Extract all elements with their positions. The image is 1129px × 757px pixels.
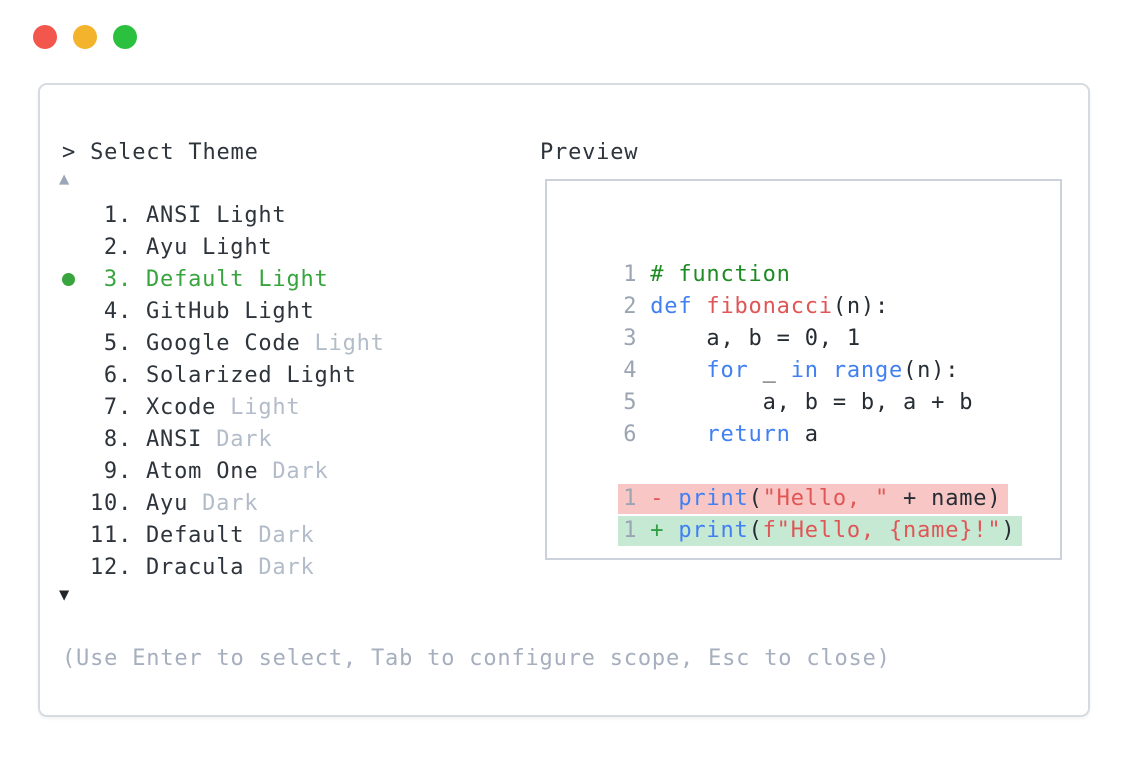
theme-list-item[interactable]: 5. Google Code Light <box>62 327 385 359</box>
theme-name: Atom One <box>146 458 259 484</box>
theme-list-item[interactable]: 8. ANSI Dark <box>62 423 385 455</box>
code-line: 4 for _ in range(n): <box>567 323 1042 383</box>
code-tokens: a, b = 0, 1 <box>650 326 861 351</box>
theme-list-item[interactable]: 2. Ayu Light <box>62 231 385 263</box>
scroll-up-icon[interactable]: ▲ <box>59 169 71 189</box>
code-tokens: + print(f"Hello, {name}!") <box>650 518 1016 543</box>
select-theme-prompt: > Select Theme <box>62 140 259 165</box>
theme-number: 10. <box>90 490 133 516</box>
theme-name: Ayu <box>146 490 189 516</box>
code-tokens: def fibonacci(n): <box>650 294 890 319</box>
code-tokens: - print("Hello, " + name) <box>650 486 1002 511</box>
selected-bullet <box>62 272 90 286</box>
code-line: 1 + print(f"Hello, {name}!") <box>567 483 1042 546</box>
code-tokens: return a <box>706 422 819 447</box>
theme-number: 3. <box>103 266 132 292</box>
line-number: 4 <box>623 358 638 383</box>
theme-variant: Dark <box>202 490 259 516</box>
close-button[interactable] <box>33 25 57 49</box>
theme-number: 11. <box>90 522 133 548</box>
code-tokens: # function <box>650 262 791 287</box>
theme-list-item[interactable]: 12. Dracula Dark <box>62 551 385 583</box>
theme-number: 12. <box>90 554 133 580</box>
theme-list-item[interactable]: 4. GitHub Light <box>62 295 385 327</box>
line-number: 6 <box>623 422 638 447</box>
theme-list-item[interactable]: 6. Solarized Light <box>62 359 385 391</box>
theme-name: ANSI Light <box>146 202 287 228</box>
line-number: 2 <box>623 294 638 319</box>
line-number: 1 <box>623 518 638 543</box>
code-line: 1 - print("Hello, " + name) <box>567 451 1042 514</box>
line-number: 3 <box>623 326 638 351</box>
theme-name: Google Code <box>146 330 301 356</box>
code-line: 6 return a <box>567 387 1042 447</box>
theme-name: Dracula <box>146 554 245 580</box>
theme-number: 4. <box>103 298 132 324</box>
theme-list: 1. ANSI Light 2. Ayu Light 3. Default Li… <box>62 199 385 583</box>
code-line: 5 a, b = b, a + b <box>567 355 1042 415</box>
theme-name: Ayu Light <box>146 234 273 260</box>
theme-variant: Dark <box>258 554 315 580</box>
theme-name: Xcode <box>146 394 217 420</box>
theme-name: Default Light <box>146 266 329 292</box>
theme-list-item[interactable]: 11. Default Dark <box>62 519 385 551</box>
theme-name: ANSI <box>146 426 203 452</box>
line-number: 1 <box>623 486 638 511</box>
theme-name: GitHub Light <box>146 298 315 324</box>
theme-variant: Dark <box>216 426 273 452</box>
help-text: (Use Enter to select, Tab to configure s… <box>62 646 891 671</box>
theme-variant: Dark <box>258 522 315 548</box>
line-number: 5 <box>623 390 638 415</box>
scroll-down-icon[interactable]: ▼ <box>59 585 71 605</box>
preview-box: 1 # function 2 def fibonacci(n): 3 a, b = … <box>545 179 1062 560</box>
theme-variant: Light <box>230 394 301 420</box>
theme-number: 5. <box>103 330 132 356</box>
theme-number: 8. <box>103 426 132 452</box>
preview-label: Preview <box>540 140 639 165</box>
theme-name: Default <box>146 522 245 548</box>
theme-list-item[interactable]: 10. Ayu Dark <box>62 487 385 519</box>
window-controls <box>33 25 137 49</box>
code-tokens: for _ in range(n): <box>706 358 960 383</box>
theme-number: 9. <box>103 458 132 484</box>
code-line: 2 def fibonacci(n): <box>567 259 1042 319</box>
theme-name: Solarized Light <box>146 362 357 388</box>
code-preview: 1 # function 2 def fibonacci(n): 3 a, b = … <box>547 181 1060 546</box>
selected-dot-icon <box>62 272 75 286</box>
line-number <box>623 454 636 479</box>
theme-variant: Dark <box>272 458 329 484</box>
code-line: 1 # function <box>567 227 1042 287</box>
theme-list-item[interactable]: 3. Default Light <box>62 263 385 295</box>
theme-number: 6. <box>103 362 132 388</box>
theme-number: 7. <box>103 394 132 420</box>
theme-number: 1. <box>103 202 132 228</box>
minimize-button[interactable] <box>73 25 97 49</box>
line-number: 1 <box>623 262 638 287</box>
theme-list-item[interactable]: 1. ANSI Light <box>62 199 385 231</box>
zoom-button[interactable] <box>113 25 137 49</box>
code-tokens: a, b = b, a + b <box>650 390 974 415</box>
theme-list-item[interactable]: 9. Atom One Dark <box>62 455 385 487</box>
theme-list-item[interactable]: 7. Xcode Light <box>62 391 385 423</box>
theme-picker-panel: > Select Theme ▲ 1. ANSI Light 2. Ayu Li… <box>38 83 1090 717</box>
code-line: 3 a, b = 0, 1 <box>567 291 1042 351</box>
theme-number: 2. <box>103 234 132 260</box>
theme-variant: Light <box>314 330 385 356</box>
